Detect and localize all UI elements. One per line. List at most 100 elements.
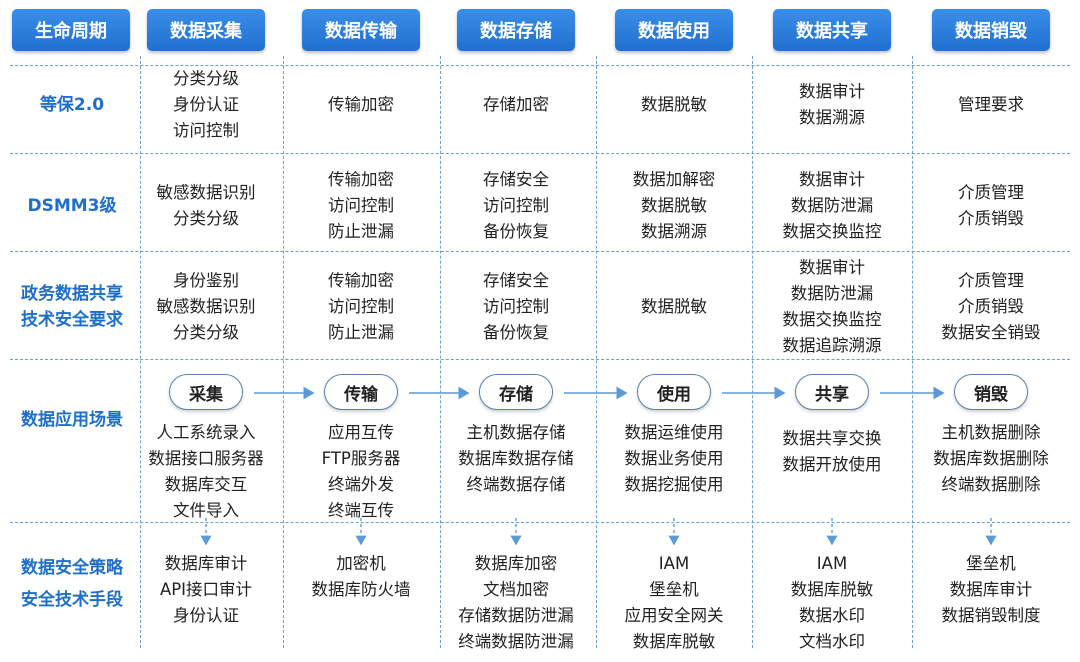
requirement-item-line: 防止泄漏	[328, 323, 394, 342]
requirement-cell: 存储安全访问控制备份恢复	[441, 151, 591, 261]
stage-pill-3: 使用	[637, 374, 711, 410]
requirement-cell: 数据脱敏	[599, 50, 749, 160]
requirement-item-line: 数据交换监控	[782, 310, 882, 329]
stage-header-4: 数据使用	[615, 9, 733, 51]
security-item-line: 加密机	[336, 554, 386, 573]
stage-header-6: 数据销毁	[932, 9, 1050, 51]
requirement-item-line: 存储加密	[483, 95, 549, 114]
security-item-line: IAM	[658, 554, 690, 573]
scenario-item-line: 人工系统录入	[156, 423, 256, 442]
scenario-label-line: 数据应用场景	[21, 410, 123, 430]
security-item-line: 数据水印	[799, 606, 865, 625]
security-label: 数据安全策略安全技术手段	[8, 552, 136, 616]
stage-pill-5: 销毁	[954, 374, 1028, 410]
requirement-item-line: 身份认证	[173, 95, 239, 114]
security-item-line: 应用安全网关	[624, 606, 724, 625]
scenario-item-line: 数据业务使用	[624, 449, 724, 468]
column-divider	[912, 56, 913, 648]
scenario-cell: 数据运维使用数据业务使用数据挖掘使用	[599, 420, 749, 498]
requirement-item-line: 访问控制	[328, 297, 394, 316]
security-cell: 加密机数据库防火墙	[276, 551, 446, 603]
row-label-line: 政务数据共享	[21, 284, 123, 304]
scenario-item-line: 数据运维使用	[624, 423, 724, 442]
requirement-item-line: 数据交换监控	[782, 222, 882, 241]
stage-header-3: 数据存储	[457, 9, 575, 51]
scenario-item-line: 终端数据删除	[941, 475, 1041, 494]
scenario-item-line: 数据库数据存储	[458, 449, 574, 468]
scenario-item-line: 文件导入	[173, 501, 239, 520]
stage-pill-2: 存储	[479, 374, 553, 410]
requirement-cell: 数据审计数据溯源	[757, 50, 907, 160]
requirement-item-line: 数据审计	[799, 82, 865, 101]
column-divider	[440, 56, 441, 648]
security-item-line: 数据库脱敏	[632, 632, 716, 651]
security-item-line: 数据库防火墙	[311, 580, 411, 599]
lifecycle-header: 生命周期	[12, 9, 130, 51]
requirement-item-line: 数据防泄漏	[790, 196, 874, 215]
requirement-item-line: 介质销毁	[958, 297, 1024, 316]
stage-pill-4: 共享	[795, 374, 869, 410]
stage-header-1: 数据采集	[147, 9, 265, 51]
stage-header-5: 数据共享	[773, 9, 891, 51]
requirement-cell: 数据脱敏	[599, 252, 749, 362]
stage-pill-0: 采集	[169, 374, 243, 410]
requirement-item-line: 数据防泄漏	[790, 284, 874, 303]
row-divider	[10, 251, 1070, 252]
security-item-line: 数据库加密	[474, 554, 558, 573]
requirement-item-line: 分类分级	[173, 69, 239, 88]
requirement-item-line: 传输加密	[328, 95, 394, 114]
row-divider	[10, 65, 1070, 66]
security-label-line: 安全技术手段	[21, 590, 123, 610]
requirement-item-line: 传输加密	[328, 170, 394, 189]
requirement-item-line: 数据追踪溯源	[782, 336, 882, 355]
requirement-item-line: 访问控制	[483, 196, 549, 215]
requirement-cell: 存储加密	[441, 50, 591, 160]
requirement-item-line: 分类分级	[173, 323, 239, 342]
scenario-cell: 数据共享交换数据开放使用	[757, 426, 907, 478]
requirement-item-line: 管理要求	[958, 95, 1024, 114]
requirement-cell: 存储安全访问控制备份恢复	[441, 252, 591, 362]
requirement-item-line: 介质管理	[958, 271, 1024, 290]
security-item-line: 文档加密	[483, 580, 549, 599]
scenario-item-line: 终端互传	[328, 501, 394, 520]
requirement-item-line: 访问控制	[328, 196, 394, 215]
requirement-item-line: 数据加解密	[632, 170, 716, 189]
requirement-cell: 分类分级身份认证访问控制	[131, 50, 281, 160]
scenario-item-line: 应用互传	[328, 423, 394, 442]
requirement-cell: 数据加解密数据脱敏数据溯源	[599, 151, 749, 261]
requirement-item-line: 访问控制	[483, 297, 549, 316]
requirement-item-line: 存储安全	[483, 170, 549, 189]
security-cell: 堡垒机数据库审计数据销毁制度	[906, 551, 1076, 629]
requirement-cell: 传输加密访问控制防止泄漏	[286, 151, 436, 261]
row-divider	[10, 153, 1070, 154]
requirement-item-line: 分类分级	[173, 209, 239, 228]
requirement-item-line: 存储安全	[483, 271, 549, 290]
scenario-item-line: 数据共享交换	[782, 429, 882, 448]
security-item-line: 数据销毁制度	[941, 606, 1041, 625]
scenario-item-line: 终端数据存储	[466, 475, 566, 494]
scenario-item-line: 数据接口服务器	[148, 449, 264, 468]
requirement-item-line: 备份恢复	[483, 222, 549, 241]
security-cell: 数据库加密文档加密存储数据防泄漏终端数据防泄漏	[431, 551, 601, 655]
requirement-item-line: 身份鉴别	[173, 271, 239, 290]
row-label-line: 技术安全要求	[21, 310, 123, 330]
requirement-item-line: 数据安全销毁	[941, 323, 1041, 342]
security-item-line: API接口审计	[159, 580, 253, 599]
requirement-item-line: 敏感数据识别	[156, 183, 256, 202]
scenario-item-line: 数据开放使用	[782, 455, 882, 474]
column-divider	[283, 56, 284, 648]
row-divider	[10, 359, 1070, 360]
row-label-line: DSMM3级	[27, 196, 117, 216]
scenario-item-line: 主机数据删除	[941, 423, 1041, 442]
scenario-item-line: 数据库数据删除	[933, 449, 1049, 468]
requirement-item-line: 介质管理	[958, 183, 1024, 202]
requirement-cell: 数据审计数据防泄漏数据交换监控	[757, 151, 907, 261]
security-item-line: 数据库脱敏	[790, 580, 874, 599]
requirement-item-line: 数据溯源	[799, 108, 865, 127]
security-item-line: 存储数据防泄漏	[458, 606, 574, 625]
row-divider	[10, 522, 1070, 523]
